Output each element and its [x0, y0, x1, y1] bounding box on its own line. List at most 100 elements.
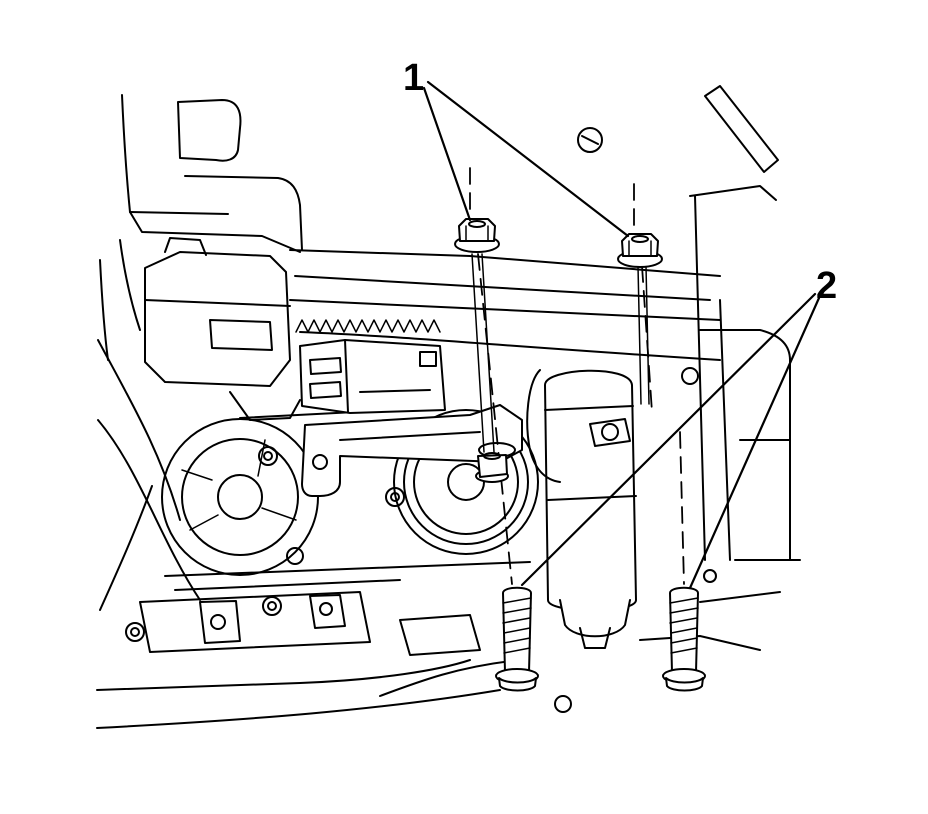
- left-pulley: [161, 418, 319, 576]
- starter-bolt-left-line: [502, 597, 532, 654]
- engine-bolts-line: [681, 367, 699, 385]
- starter-bolt-right-line: [669, 597, 699, 654]
- upper-left-cover-line: [129, 211, 301, 253]
- engine-bolts-line: [267, 601, 277, 611]
- crossmember: [289, 249, 721, 361]
- right-pulley-line: [393, 409, 539, 555]
- flange-nut-left-line: [468, 220, 486, 228]
- right-frame: [689, 85, 801, 603]
- electrical-connector-line: [309, 357, 342, 375]
- drive-belt-line: [97, 419, 201, 601]
- callout-2-leaders-line: [520, 292, 817, 587]
- engine-bolts-line: [703, 569, 717, 583]
- callout-1-leaders: [422, 80, 630, 238]
- crossmember-line: [289, 299, 721, 321]
- callout-2-leaders-line: [688, 296, 821, 590]
- starter-motor-line: [601, 423, 619, 441]
- engine-bolts-line: [390, 492, 400, 502]
- stud-axis-lines-line: [645, 265, 650, 405]
- starter-motor-line: [547, 495, 637, 501]
- right-frame-line: [699, 591, 781, 603]
- flange-nut-right-line: [628, 240, 652, 256]
- electrical-connector-line: [309, 381, 342, 399]
- starter-motor-line: [544, 405, 634, 411]
- oil-pan-line: [199, 600, 241, 644]
- stud-axis-lines: [469, 167, 685, 585]
- top-plug-line: [581, 135, 599, 145]
- oil-pan-line: [319, 602, 333, 616]
- flange-nut-right-line: [621, 233, 659, 257]
- electrical-connector-line: [359, 389, 431, 393]
- stud-nut: [475, 452, 509, 483]
- left-pulley-line: [181, 438, 299, 556]
- callout-1-leaders-line: [426, 80, 630, 238]
- flange-nut-right: [617, 233, 663, 268]
- flange-nut-left: [454, 218, 500, 253]
- starter-bolt-left: [495, 586, 539, 692]
- engine-bolts-line: [263, 451, 273, 461]
- starter-motor-line: [589, 418, 631, 447]
- right-frame-line: [694, 195, 706, 561]
- electrical-connector: [299, 339, 446, 414]
- oil-pan-line: [96, 659, 471, 691]
- callout-2-label: 2: [816, 265, 837, 307]
- oil-pan-line: [210, 614, 226, 630]
- electrical-connector-line: [299, 339, 446, 414]
- oil-pan-line: [96, 689, 501, 729]
- oil-pan-line: [639, 635, 761, 651]
- engine-bolts-line: [130, 627, 140, 637]
- oil-pan-line: [554, 695, 572, 713]
- left-module-block-line: [229, 391, 301, 421]
- mounting-bracket-line: [339, 431, 481, 441]
- drive-belt-line: [97, 339, 181, 521]
- right-frame-line: [719, 299, 731, 561]
- stud-nut-line: [477, 454, 508, 478]
- left-module-block-line: [164, 237, 207, 256]
- oil-pan-line: [309, 594, 346, 629]
- starter-bolt-right: [662, 586, 706, 692]
- oil-pan-line: [379, 659, 521, 697]
- ring-gear-teeth: [295, 319, 441, 333]
- drive-belt-line: [174, 579, 401, 591]
- oil-pan-line: [139, 591, 371, 653]
- electrical-connector-line: [419, 351, 437, 367]
- stud-axis-lines-line: [477, 253, 513, 585]
- starter-bolt-left-line: [498, 677, 537, 692]
- right-frame-line: [689, 185, 777, 201]
- engine-bolts-line: [385, 487, 405, 507]
- stud-axis-lines-line: [641, 265, 653, 413]
- upper-left-cover-line: [99, 259, 109, 361]
- top-plug: [577, 127, 603, 153]
- top-plug-line: [577, 127, 603, 153]
- starter-bolt-right-line: [665, 677, 704, 692]
- left-pulley-line: [181, 439, 297, 531]
- callout-1-leaders-line: [422, 86, 472, 222]
- crossmember-line: [289, 249, 721, 277]
- engine-bolts-line: [286, 547, 304, 565]
- upper-left-cover: [99, 94, 303, 361]
- upper-left-cover-line: [119, 239, 141, 331]
- electrical-connector-line: [344, 339, 349, 413]
- callout-1-label: 1: [403, 57, 424, 99]
- upper-left-cover-line: [121, 94, 131, 213]
- left-module-block-line: [144, 299, 291, 307]
- right-frame-line: [704, 85, 779, 173]
- starter-motor-line: [559, 599, 631, 638]
- stud-axis-lines-line: [679, 431, 685, 585]
- ring-gear-teeth-line: [295, 319, 441, 333]
- stud-axis-lines-line: [471, 253, 485, 453]
- stud-axis-lines-line: [637, 265, 642, 405]
- starter-motor-line: [579, 627, 611, 649]
- callout-2-leaders: [520, 292, 821, 590]
- left-module-block-line: [209, 319, 273, 351]
- bracket-hole: [312, 454, 328, 470]
- left-module-block: [144, 237, 301, 421]
- oil-pan: [96, 591, 761, 729]
- crossmember-line: [294, 275, 711, 301]
- right-frame-line: [699, 329, 791, 561]
- left-pulley-line: [161, 418, 319, 576]
- starter-motor-line: [526, 369, 561, 483]
- upper-left-cover-line: [184, 175, 303, 251]
- engine-bolts-line: [262, 596, 282, 616]
